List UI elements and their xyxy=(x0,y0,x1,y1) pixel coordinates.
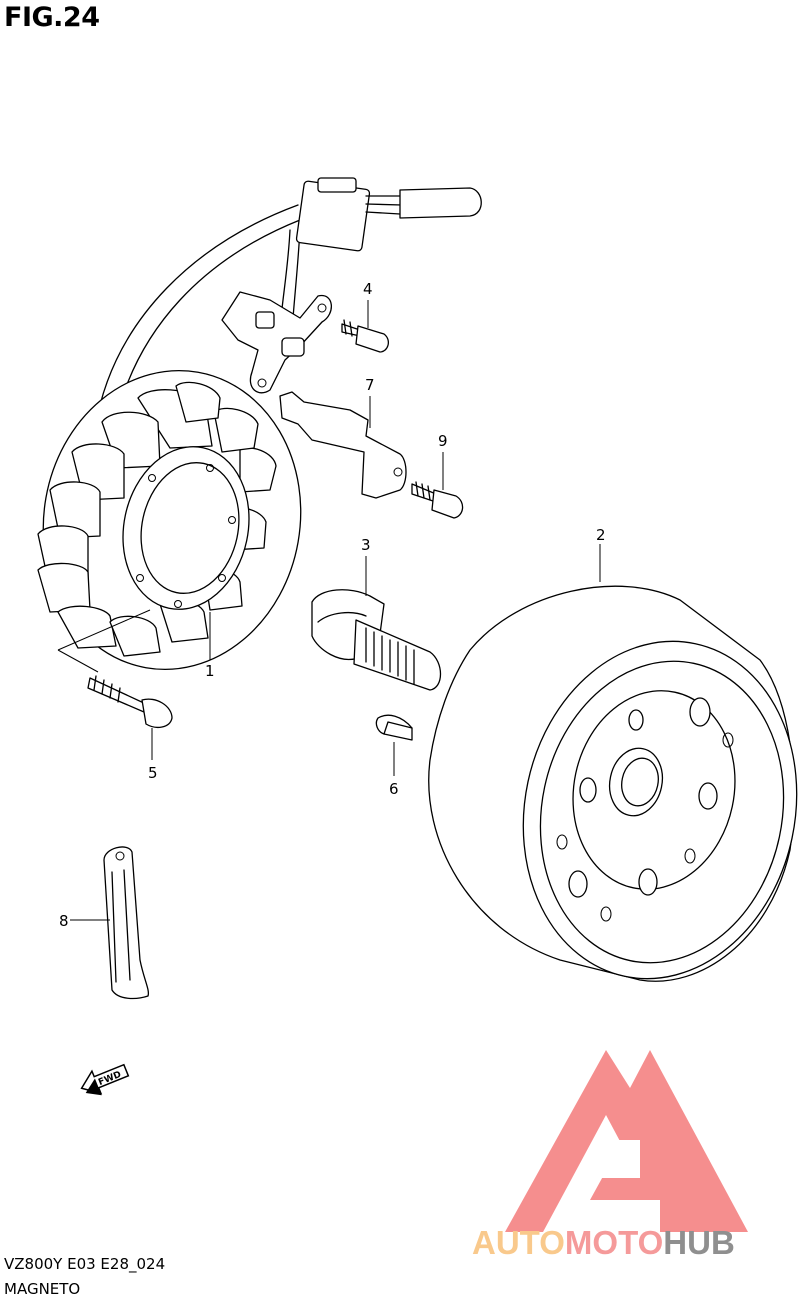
bolt-part-9 xyxy=(411,452,464,519)
flywheel-rotor-part-2 xyxy=(428,544,798,982)
callout-part-1: 1 xyxy=(205,662,215,680)
callout-part-3: 3 xyxy=(361,536,371,554)
bolt-part-5 xyxy=(87,675,173,760)
watermark-moto: MOTO xyxy=(564,1224,664,1261)
diagram-name: MAGNETO xyxy=(4,1280,81,1298)
diagram-code: VZ800Y E03 E28_024 xyxy=(4,1255,166,1273)
fwd-label: FWD xyxy=(97,1070,123,1088)
callout-part-4: 4 xyxy=(363,280,373,298)
callout-part-5: 5 xyxy=(148,764,158,782)
fwd-arrow-icon: FWD xyxy=(80,1063,130,1096)
watermark-logo xyxy=(505,1050,748,1232)
watermark-text: AUTOMOTOHUB xyxy=(472,1224,735,1262)
key-part-6 xyxy=(375,714,413,776)
callout-part-7: 7 xyxy=(365,376,375,394)
stator-assembly xyxy=(37,177,482,673)
bolt-part-3 xyxy=(311,556,442,691)
callout-part-2: 2 xyxy=(596,526,606,544)
callout-part-8: 8 xyxy=(59,912,69,930)
bolt-part-4 xyxy=(341,300,390,353)
watermark-hub: HUB xyxy=(663,1224,735,1261)
callout-part-6: 6 xyxy=(389,780,399,798)
callout-part-9: 9 xyxy=(438,432,448,450)
bracket-part-7 xyxy=(279,391,407,499)
watermark-auto: AUTO xyxy=(472,1224,565,1261)
tie-strap-part-8 xyxy=(70,846,150,1000)
figure-title: FIG.24 xyxy=(4,2,100,33)
